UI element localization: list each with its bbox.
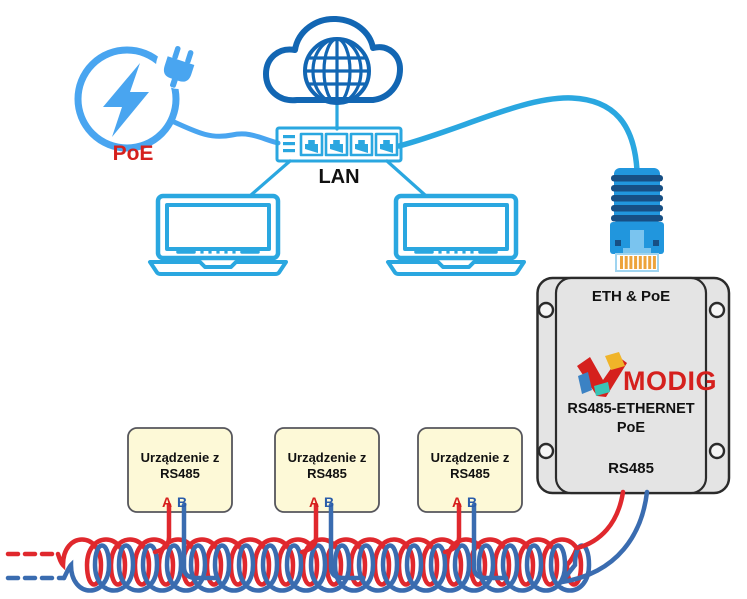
rs485-device-box	[417, 427, 523, 513]
laptop-icon	[150, 196, 286, 274]
screw-hole	[708, 301, 726, 319]
screw-hole	[708, 442, 726, 460]
gateway-wire-b	[559, 489, 650, 585]
switch-to-laptop1-link	[249, 159, 292, 197]
gateway-wire-a	[574, 489, 626, 551]
rs485-device-label: Urządzenie z RS485	[275, 450, 379, 482]
cloud-icon	[263, 15, 403, 104]
laptop-icon	[388, 196, 524, 274]
poe-label: PoE	[112, 142, 154, 165]
twisted-pair-bus	[5, 489, 650, 593]
cloud-globe-icon	[263, 15, 403, 105]
device-wire-b	[471, 502, 509, 581]
device-wire-b	[181, 502, 219, 581]
wire-b-coil	[61, 543, 592, 593]
device-label-line1: Urządzenie z	[140, 450, 220, 465]
plug-icon	[163, 45, 195, 88]
wire-a-coil	[55, 537, 584, 587]
switch-led	[283, 142, 295, 146]
switch-to-laptop2-link	[385, 159, 427, 197]
rs485-device-label: Urządzenie z RS485	[128, 450, 232, 482]
device-label-line2: RS485	[307, 466, 347, 481]
device-wire-b	[328, 502, 366, 581]
switch-led	[283, 135, 295, 139]
terminal-b-label: B	[176, 494, 188, 510]
terminal-a-label: A	[451, 494, 463, 510]
device-label-line1: Urządzenie z	[430, 450, 510, 465]
device-wire-a	[442, 502, 462, 555]
gateway-brand-label: MODIG	[623, 366, 717, 396]
switch-led	[283, 149, 295, 153]
terminal-b-label: B	[466, 494, 478, 510]
device-wire-a	[152, 502, 172, 555]
gateway-model-label: RS485-ETHERNET PoE	[544, 400, 718, 437]
lan-label: LAN	[318, 166, 360, 188]
switch-port	[299, 132, 324, 157]
rs485-device-box	[274, 427, 380, 513]
ethernet-switch-icon	[275, 126, 403, 163]
rj45-pins	[620, 256, 656, 269]
switch-port	[324, 132, 349, 157]
rj45-connector-icon	[610, 168, 664, 272]
gateway-device	[536, 276, 731, 495]
switch-port	[349, 132, 374, 157]
globe-icon	[303, 37, 371, 105]
switch-to-rj45-cable	[396, 95, 640, 173]
terminal-a-label: A	[308, 494, 320, 510]
switch-port	[374, 132, 399, 157]
power-plug-in-circle-icon	[74, 43, 202, 152]
device-label-line2: RS485	[160, 466, 200, 481]
terminal-a-label: A	[161, 494, 173, 510]
device-label-line1: Urządzenie z	[287, 450, 367, 465]
terminal-b-label: B	[323, 494, 335, 510]
poe-to-switch-cable	[169, 118, 281, 146]
device-label-line2: RS485	[450, 466, 490, 481]
screw-hole	[537, 301, 555, 319]
gateway-model-line2: PoE	[616, 419, 646, 436]
lightning-icon	[103, 63, 149, 137]
gateway-eth-poe-label: ETH & PoE	[591, 288, 671, 305]
rs485-device-box	[127, 427, 233, 513]
gateway-rs485-label: RS485	[608, 460, 654, 477]
screw-hole	[537, 442, 555, 460]
modig-m-logo-icon	[577, 352, 627, 397]
gateway-model-line1: RS485-ETHERNET	[567, 401, 695, 417]
device-wire-a	[299, 502, 319, 555]
rs485-device-label: Urządzenie z RS485	[418, 450, 522, 482]
